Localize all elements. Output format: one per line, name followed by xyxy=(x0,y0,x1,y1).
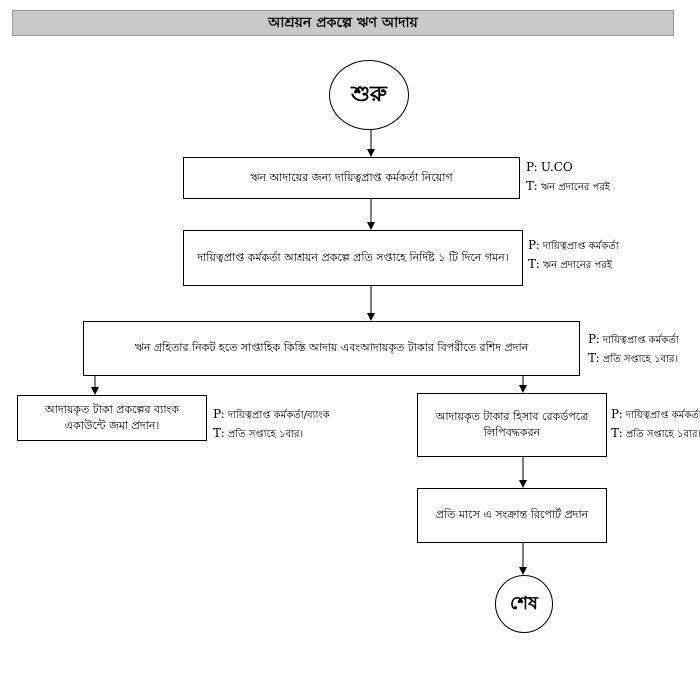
step-record-keeping: আদায়কৃত টাকার হিসাব রেকর্ডপত্রে লিপিবদ্… xyxy=(417,393,607,457)
end-node: শেষ xyxy=(495,575,553,633)
step1-note: P: U.CO T: ঋন প্রদানের পরই xyxy=(526,160,611,194)
step-bank-deposit: আদায়কৃত টাকা প্রকল্পের ব্যাংক একাউন্টে … xyxy=(17,395,207,441)
step-appoint-officer: ঋন আদায়ের জন্য দায়িত্বপ্রাপ্ত কর্মকর্ত… xyxy=(183,157,520,199)
step2-note: P: দায়িত্বপ্রাপ্ত কর্মকর্তা T: ঋন প্রদা… xyxy=(528,238,619,272)
step4-note: P: দায়িত্বপ্রাপ্ত কর্মকর্তা/ব্যাংক T: প… xyxy=(213,407,330,441)
step-weekly-visit: দায়িত্বপ্রাপ্ত কর্মকর্তা আশ্রয়ন প্রকল্… xyxy=(183,230,523,286)
step-collect-installment: ঋন গ্রহিতার নিকট হতে সাপ্তাহিক কিস্তি আদ… xyxy=(83,321,580,376)
page-title: আশ্রয়ন প্রকল্পে ঋণ আদায় xyxy=(12,10,674,36)
step-monthly-report: প্রতি মাসে এ সংক্রান্ত রিপোর্ট প্রদান xyxy=(417,488,607,543)
start-node: শুরু xyxy=(329,60,409,130)
step3-note: P: দায়িত্বপ্রাপ্ত কর্মকর্তা T: প্রতি সপ… xyxy=(588,332,679,366)
step5-note: P: দায়িত্বপ্রাপ্ত কর্মকর্তা T: প্রতি সপ… xyxy=(611,407,700,441)
